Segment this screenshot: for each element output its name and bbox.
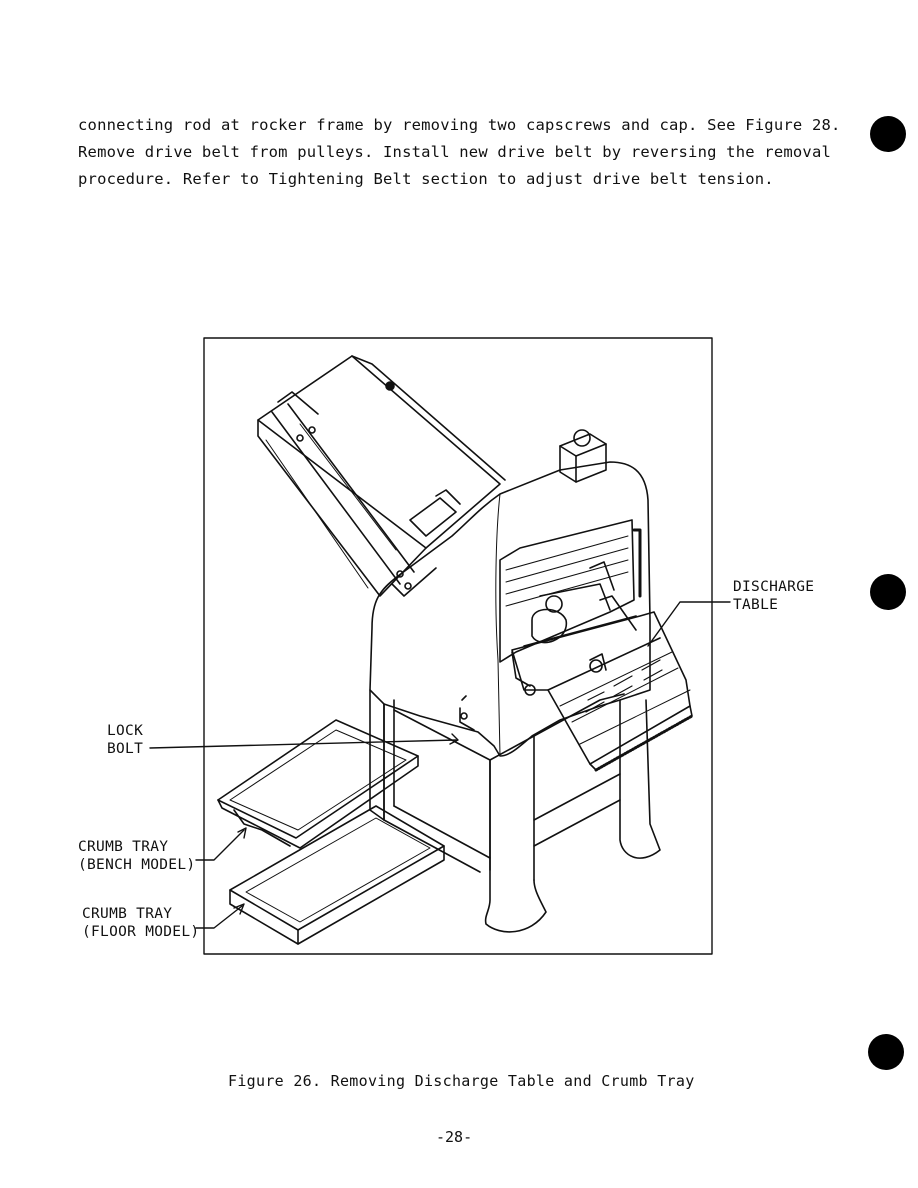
- label-lock-bolt: LOCK BOLT: [107, 722, 143, 758]
- slicer-base: [369, 689, 661, 933]
- label-lock-line1: LOCK: [107, 723, 144, 739]
- label-discharge-line1: DISCHARGE: [733, 579, 815, 595]
- label-bench-line1: CRUMB TRAY: [78, 839, 169, 855]
- figure-caption: Figure 26. Removing Discharge Table and …: [228, 1072, 695, 1090]
- label-discharge-table: DISCHARGE TABLE: [733, 578, 814, 614]
- leader-discharge-table: [647, 601, 731, 647]
- figure-frame: [203, 337, 713, 955]
- feed-chute: [257, 355, 506, 597]
- body-line-3: procedure. Refer to Tightening Belt sect…: [78, 170, 774, 188]
- label-floor-line2: (FLOOR MODEL): [82, 924, 200, 940]
- label-crumb-tray-bench: CRUMB TRAY (BENCH MODEL): [78, 838, 195, 874]
- leader-lock-bolt: [149, 739, 457, 749]
- body-line-2: Remove drive belt from pulleys. Install …: [78, 143, 832, 161]
- body-paragraph: connecting rod at rocker frame by removi…: [78, 112, 841, 193]
- label-lock-line2: BOLT: [107, 741, 144, 757]
- blade-window: [499, 519, 642, 663]
- punch-hole-top: [870, 116, 906, 152]
- crumb-tray-bench-drawing: [217, 719, 419, 849]
- label-discharge-line2: TABLE: [733, 597, 779, 613]
- leader-crumb-bench: [195, 829, 245, 861]
- label-floor-line1: CRUMB TRAY: [82, 906, 173, 922]
- slicer-housing: [369, 429, 651, 757]
- punch-hole-middle: [870, 574, 906, 610]
- leader-lines: [149, 601, 731, 929]
- leader-crumb-floor: [195, 905, 243, 929]
- body-line-1: connecting rod at rocker frame by removi…: [78, 116, 841, 134]
- discharge-table-drawing: [511, 595, 694, 772]
- label-bench-line2: (BENCH MODEL): [78, 857, 196, 873]
- page-number: -28-: [436, 1128, 473, 1146]
- label-crumb-tray-floor: CRUMB TRAY (FLOOR MODEL): [82, 905, 199, 941]
- punch-hole-bottom: [868, 1034, 904, 1070]
- crumb-tray-floor-drawing: [229, 805, 445, 945]
